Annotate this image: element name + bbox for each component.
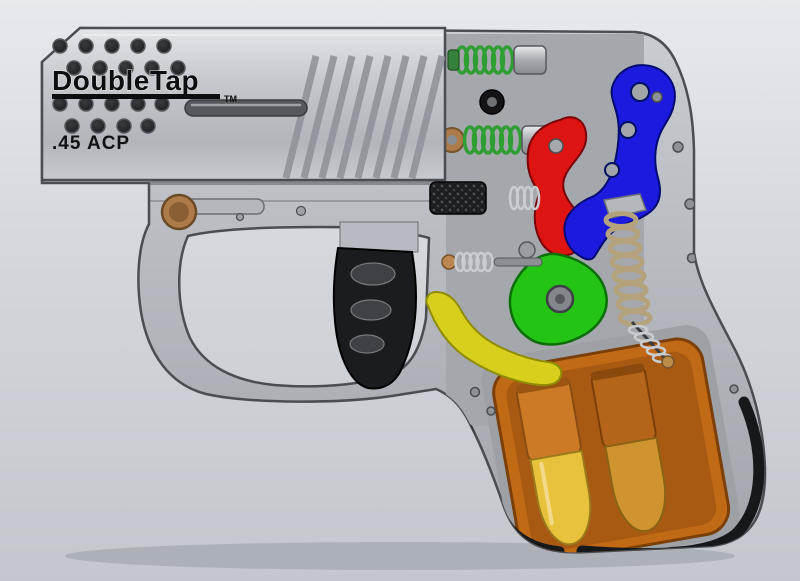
caliber-text: .45 ACP — [52, 133, 130, 154]
screw-hole — [684, 198, 696, 210]
screw — [295, 205, 307, 217]
trigger — [332, 221, 419, 390]
bullet-nose — [604, 436, 667, 532]
screw-hole — [486, 406, 496, 416]
brand-text: DoubleTap — [52, 65, 199, 96]
slide-serrations — [282, 55, 445, 179]
collar-center — [447, 135, 457, 145]
rocker-pivot — [518, 241, 536, 259]
spring-cap — [513, 45, 547, 75]
finger-groove — [350, 299, 392, 321]
screw — [235, 212, 245, 222]
screw-hole — [729, 384, 739, 394]
bushing-center — [487, 97, 497, 107]
secondary-spring — [627, 320, 675, 369]
slide-frame-gap — [150, 181, 445, 185]
firing-pin-assembly — [441, 241, 543, 273]
coil-spring — [627, 324, 673, 364]
screw-hole — [651, 91, 663, 103]
hammer-hole — [619, 121, 637, 139]
screw-hole — [469, 386, 481, 398]
chamber-spring-top — [447, 45, 547, 75]
knurled-cylinder — [429, 181, 487, 215]
brass-cap — [661, 355, 675, 369]
hammer-hole — [604, 162, 620, 178]
cartridge-rim — [590, 363, 645, 381]
slide-assembly: DoubleTap TM .45 ACP — [40, 26, 447, 185]
coil-spring — [462, 125, 523, 155]
hammer-hole — [630, 82, 650, 102]
brand-logo: DoubleTap TM — [51, 64, 237, 104]
trademark-text: TM — [224, 94, 237, 104]
cutaway-interior — [150, 34, 765, 553]
rotor-cam-green — [508, 252, 608, 346]
cam-pivot-pin — [548, 138, 564, 154]
trigger-slot — [339, 221, 419, 253]
brass-detent — [441, 254, 457, 270]
coil-spring — [454, 251, 494, 273]
side-plate-holes — [469, 91, 739, 416]
hammer-mainspring — [603, 193, 653, 327]
coil-spring — [454, 45, 515, 75]
bullet-nose — [529, 449, 592, 546]
brand-underline — [52, 94, 220, 99]
firing-pin-rod — [493, 257, 543, 267]
cartridge-right — [590, 363, 667, 532]
coil-spring — [603, 211, 653, 327]
grip-magazine — [481, 325, 740, 553]
bullet-highlight — [539, 462, 554, 526]
grip-butt-trim — [576, 396, 765, 553]
screw-hole — [672, 141, 684, 153]
spring-base — [447, 49, 460, 71]
frame-parts — [160, 181, 543, 390]
detent-spring — [508, 185, 541, 211]
port-holes — [52, 38, 186, 134]
trigger-bar-yellow — [425, 290, 563, 387]
finger-groove — [350, 262, 396, 286]
finger-groove — [349, 334, 385, 354]
rotor-axle — [555, 294, 565, 304]
latch-ring-inner — [169, 202, 189, 222]
barrel-groove — [184, 99, 308, 117]
